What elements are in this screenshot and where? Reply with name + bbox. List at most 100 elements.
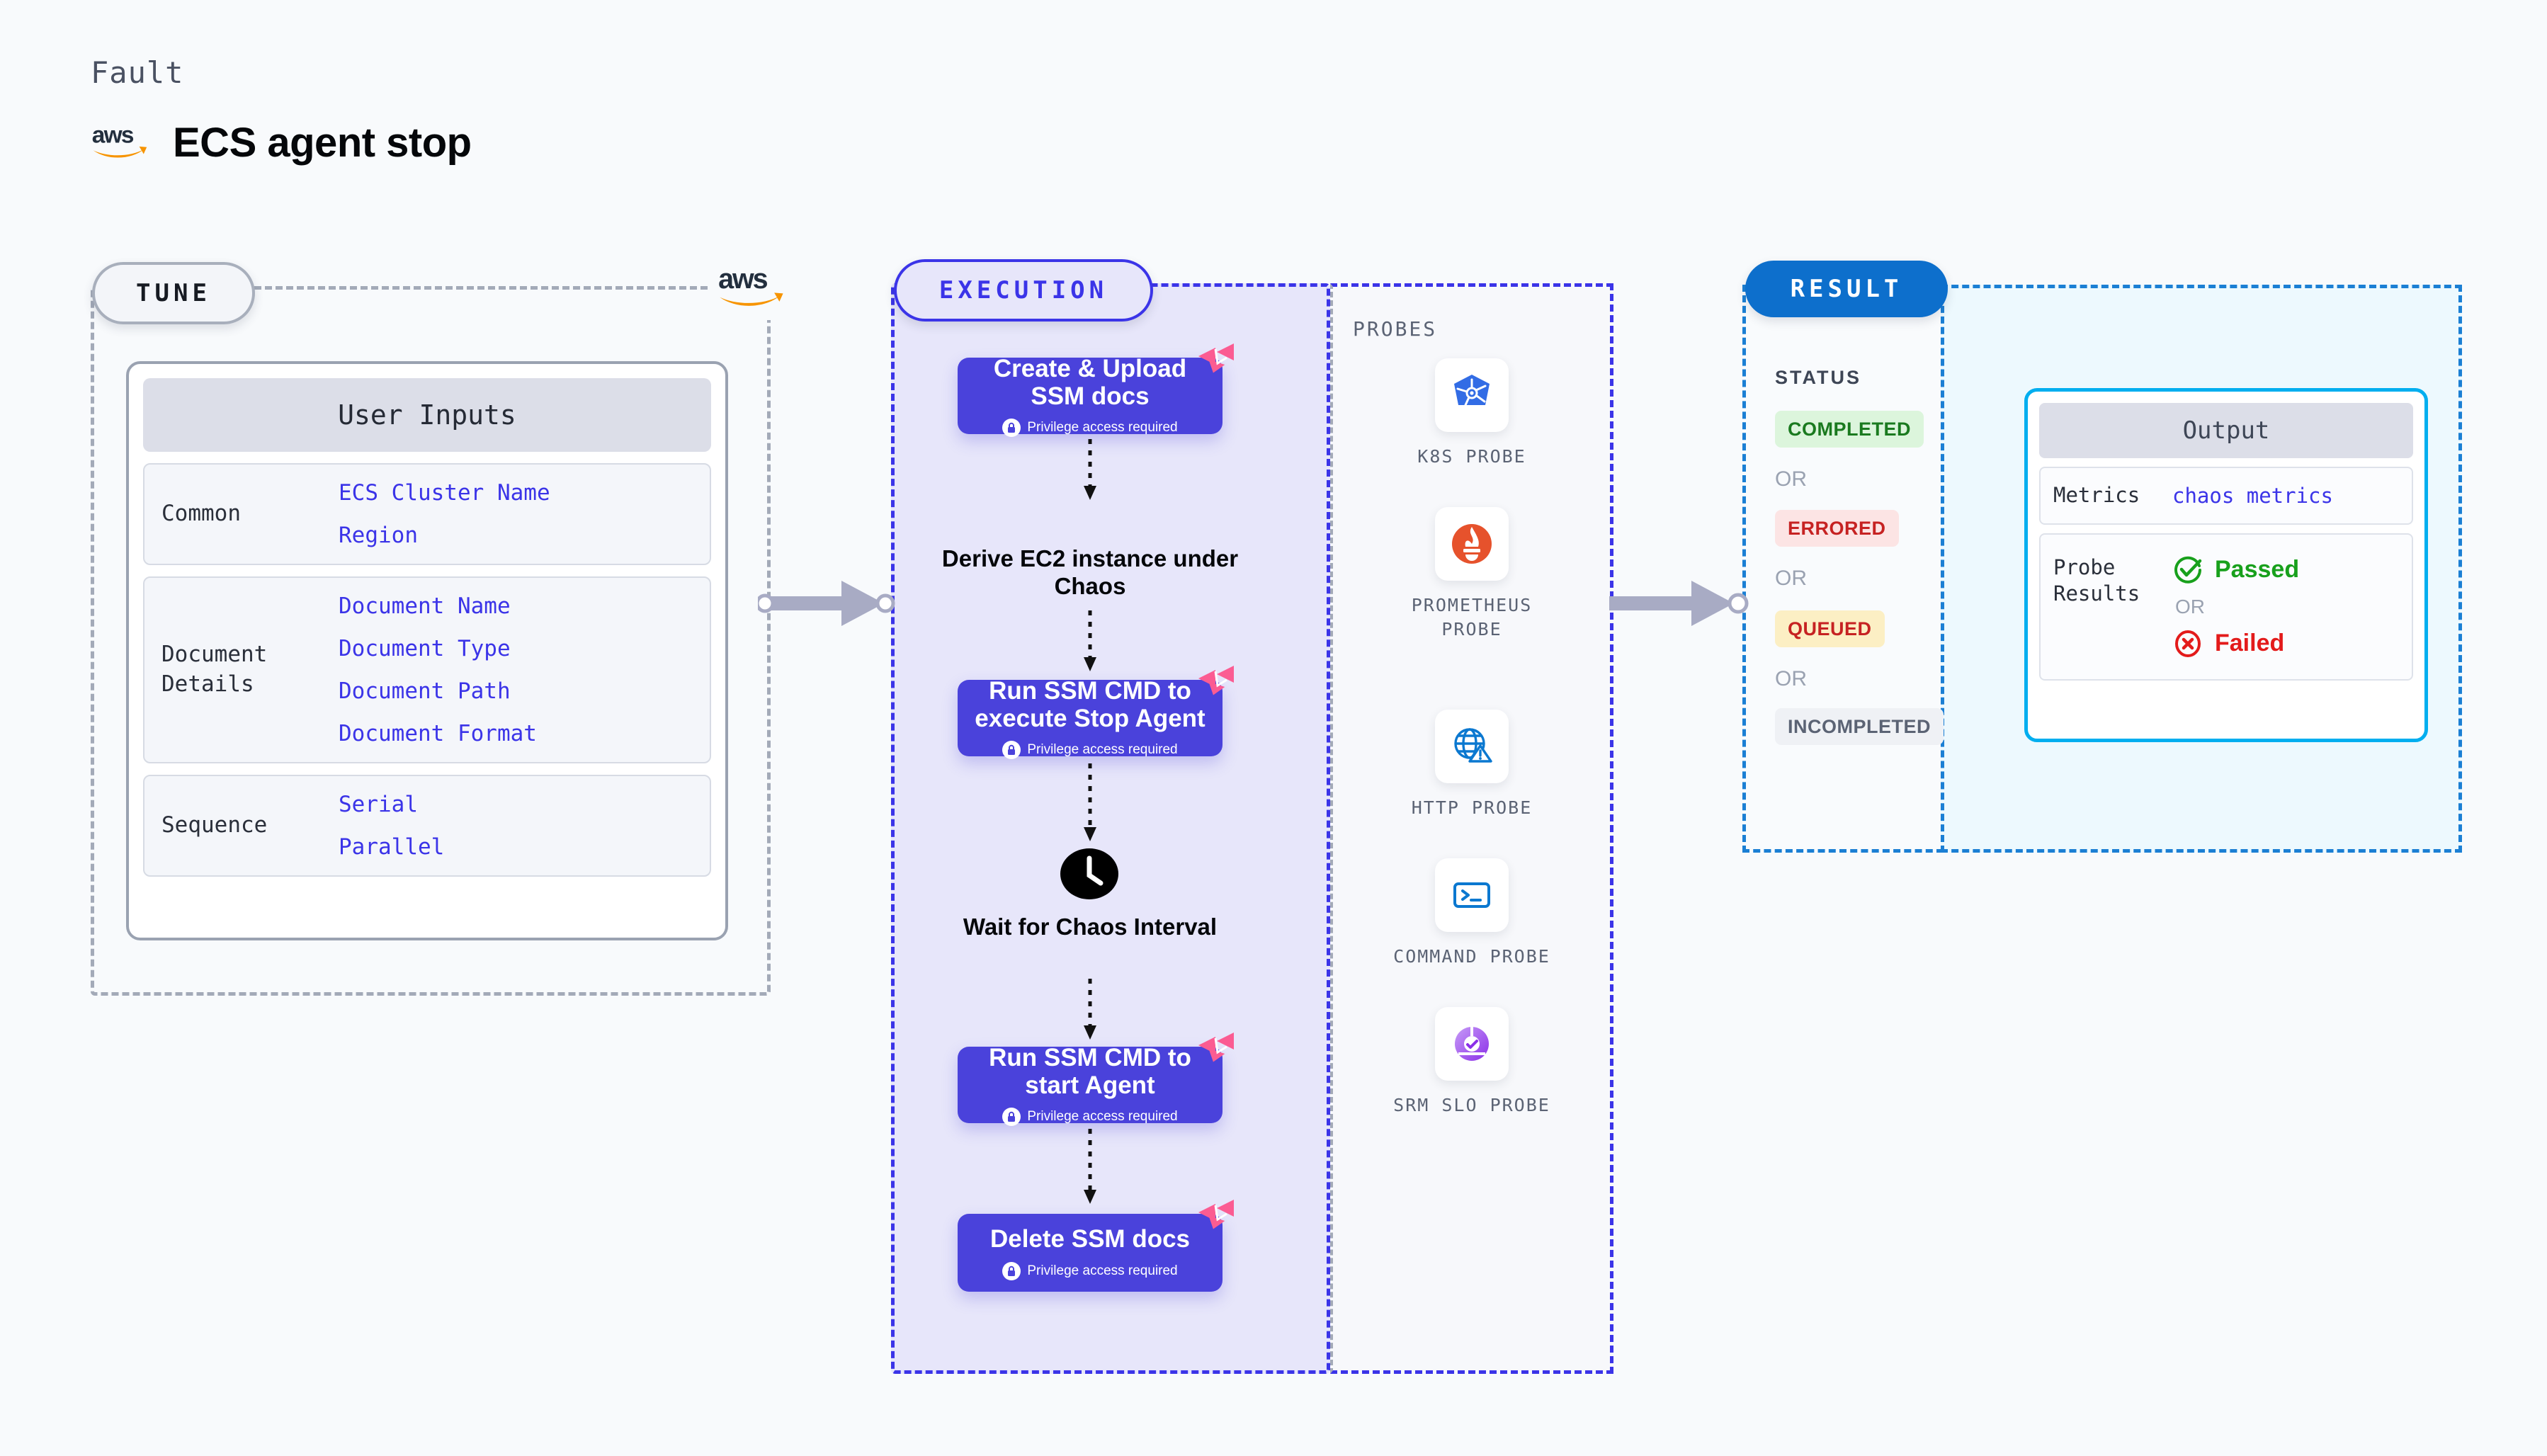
input-value[interactable]: Parallel xyxy=(339,834,445,860)
user-inputs-title: User Inputs xyxy=(143,378,711,452)
probe-label: PROMETHEUS PROBE xyxy=(1411,595,1533,639)
probe-result-passed: Passed xyxy=(2172,554,2299,586)
output-title: Output xyxy=(2039,403,2413,458)
tune-section xyxy=(91,286,771,996)
execution-node-start-agent[interactable]: Run SSM CMD to start Agent Privilege acc… xyxy=(958,1033,1234,1127)
result-badge[interactable]: RESULT xyxy=(1745,261,1948,317)
probes-title: PROBES xyxy=(1353,317,1438,341)
user-inputs-card: User Inputs Common ECS Cluster Name Regi… xyxy=(126,361,728,940)
probes-section xyxy=(1330,283,1613,1374)
chaos-ribbon-icon xyxy=(1198,666,1234,695)
node-label: Create & Upload SSM docs xyxy=(993,354,1187,410)
status-badge-queued: QUEUED xyxy=(1775,610,1885,647)
input-group-sequence: Sequence Serial Parallel xyxy=(143,775,711,877)
status-or-2: OR xyxy=(1775,567,1807,590)
node-privilege-note: Privilege access required xyxy=(1002,741,1178,760)
clock-icon xyxy=(1060,848,1118,899)
probe-label: K8S PROBE xyxy=(1417,446,1526,467)
probe-label: COMMAND PROBE xyxy=(1393,946,1550,967)
probe-result-or: OR xyxy=(2175,595,2205,618)
svg-text:aws: aws xyxy=(718,263,768,295)
fault-kicker: Fault xyxy=(91,55,184,90)
execution-section xyxy=(891,283,1330,1374)
x-circle-icon xyxy=(2175,630,2201,657)
output-metrics-value[interactable]: chaos metrics xyxy=(2172,483,2333,508)
execution-badge[interactable]: EXECUTION xyxy=(894,259,1153,322)
connector-4 xyxy=(1084,979,1096,1040)
output-row-key: Metrics xyxy=(2053,483,2140,507)
lock-icon xyxy=(1002,1261,1021,1280)
lock-icon xyxy=(1002,1108,1021,1127)
connector-2 xyxy=(1084,610,1096,671)
input-value[interactable]: Serial xyxy=(339,792,418,817)
node-label: Run SSM CMD to execute Stop Agent xyxy=(975,676,1206,732)
node-privilege-note: Privilege access required xyxy=(1002,1261,1178,1280)
execution-node-stop-agent[interactable]: Run SSM CMD to execute Stop Agent Privil… xyxy=(958,666,1234,760)
svg-text:aws: aws xyxy=(92,123,134,149)
check-circle-icon xyxy=(2174,556,2202,584)
input-value[interactable]: Document Type xyxy=(339,636,511,661)
tune-aws-logo-icon: aws xyxy=(708,252,799,320)
kubernetes-icon xyxy=(1435,358,1509,432)
node-privilege-note: Privilege access required xyxy=(1002,1108,1178,1127)
connector-1 xyxy=(1084,439,1096,500)
chaos-ribbon-icon xyxy=(1198,1200,1234,1229)
lock-icon xyxy=(1002,741,1021,760)
execution-node-delete-ssm[interactable]: Delete SSM docs Privilege access require… xyxy=(958,1200,1234,1292)
execution-step-wait-chaos: Wait for Chaos Interval xyxy=(963,914,1218,940)
terminal-icon xyxy=(1435,858,1509,932)
input-value[interactable]: Document Name xyxy=(339,593,511,619)
slo-donut-icon xyxy=(1435,1007,1509,1081)
node-label: Run SSM CMD to start Agent xyxy=(989,1043,1191,1099)
lock-icon xyxy=(1002,419,1021,438)
input-group-common: Common ECS Cluster Name Region xyxy=(143,463,711,565)
probe-label: HTTP PROBE xyxy=(1411,797,1533,818)
status-badge-completed: COMPLETED xyxy=(1775,411,1924,448)
node-privilege-note: Privilege access required xyxy=(1002,419,1178,438)
input-group-key: Common xyxy=(161,501,241,527)
globe-warning-icon xyxy=(1435,710,1509,783)
prometheus-icon xyxy=(1435,507,1509,581)
status-or-1: OR xyxy=(1775,467,1807,491)
input-value[interactable]: Region xyxy=(339,523,418,548)
status-or-3: OR xyxy=(1775,667,1807,690)
node-label: Delete SSM docs xyxy=(989,1225,1191,1253)
status-badge-errored: ERRORED xyxy=(1775,510,1899,547)
output-row-metrics: Metrics chaos metrics xyxy=(2039,467,2413,525)
input-value[interactable]: ECS Cluster Name xyxy=(339,480,550,506)
page-title-text: ECS agent stop xyxy=(173,120,472,166)
page-title: aws ECS agent stop xyxy=(91,119,472,166)
arrow-execution-to-result xyxy=(1609,581,1749,626)
chaos-ribbon-icon xyxy=(1198,343,1234,373)
connector-5 xyxy=(1084,1129,1096,1204)
tune-badge[interactable]: TUNE xyxy=(92,262,255,324)
node-privilege-text: Privilege access required xyxy=(1027,1109,1178,1125)
probe-result-passed-label: Passed xyxy=(2215,556,2300,584)
node-privilege-text: Privilege access required xyxy=(1027,742,1178,758)
probe-result-failed-label: Failed xyxy=(2215,630,2285,657)
probe-prometheus[interactable]: PROMETHEUS PROBE xyxy=(1392,507,1551,642)
input-group-key: Sequence xyxy=(161,812,268,838)
probe-http[interactable]: HTTP PROBE xyxy=(1392,710,1551,820)
probe-srm-slo[interactable]: SRM SLO PROBE xyxy=(1392,1007,1551,1117)
node-privilege-text: Privilege access required xyxy=(1027,1263,1178,1278)
connector-3 xyxy=(1084,763,1096,841)
status-badge-incompleted: INCOMPLETED xyxy=(1775,708,1944,745)
status-label: STATUS xyxy=(1775,367,1861,388)
execution-node-create-upload[interactable]: Create & Upload SSM docs Privilege acces… xyxy=(958,343,1234,438)
probe-label: SRM SLO PROBE xyxy=(1393,1095,1550,1115)
aws-logo-icon: aws xyxy=(91,120,153,165)
input-value[interactable]: Document Format xyxy=(339,721,537,746)
probe-command[interactable]: COMMAND PROBE xyxy=(1392,858,1551,969)
execution-step-derive-ec2: Derive EC2 instance under Chaos xyxy=(941,545,1239,599)
chaos-ribbon-icon xyxy=(1198,1033,1234,1062)
probe-result-failed: Failed xyxy=(2172,628,2299,659)
node-privilege-text: Privilege access required xyxy=(1027,420,1178,436)
input-value[interactable]: Document Path xyxy=(339,678,511,704)
probe-k8s[interactable]: K8S PROBE xyxy=(1392,358,1551,469)
